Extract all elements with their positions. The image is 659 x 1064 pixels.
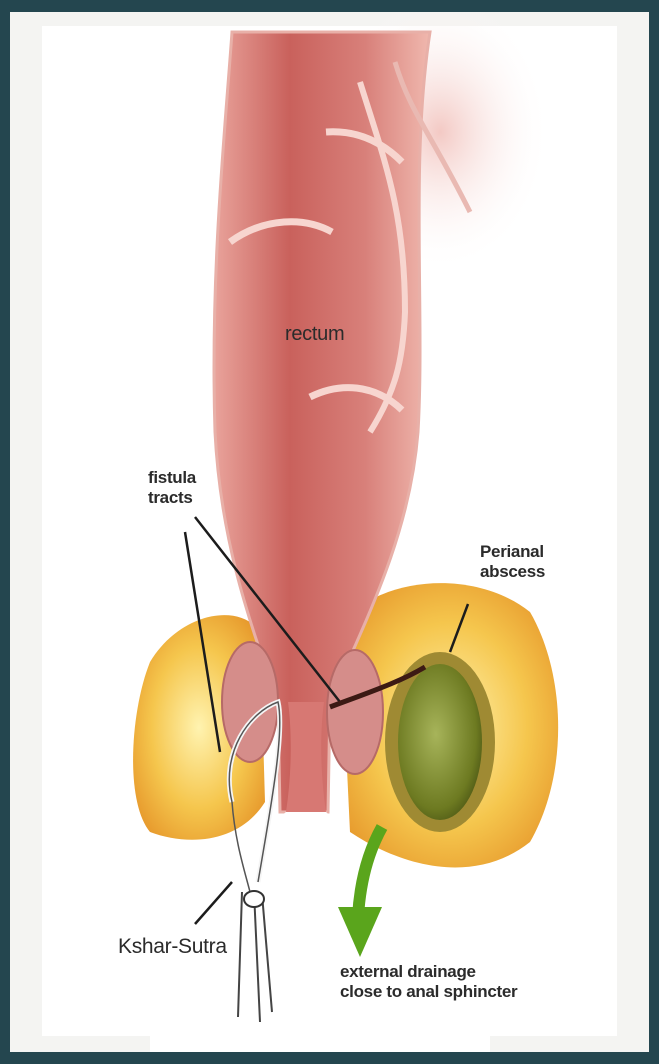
sphincter-right xyxy=(327,650,383,774)
anatomy-illustration xyxy=(10,12,649,1052)
anal-canal xyxy=(286,702,326,812)
label-rectum: rectum xyxy=(285,324,344,344)
image-frame: rectum fistula tracts Perianal abscess K… xyxy=(10,12,649,1052)
label-kshar-sutra: Kshar-Sutra xyxy=(118,937,227,957)
label-perianal-abscess: Perianal abscess xyxy=(480,542,545,582)
abscess-pus xyxy=(398,664,482,820)
sphincter-left xyxy=(222,642,278,762)
label-external-drainage: external drainage close to anal sphincte… xyxy=(340,962,517,1002)
label-fistula-tracts: fistula tracts xyxy=(148,468,196,508)
